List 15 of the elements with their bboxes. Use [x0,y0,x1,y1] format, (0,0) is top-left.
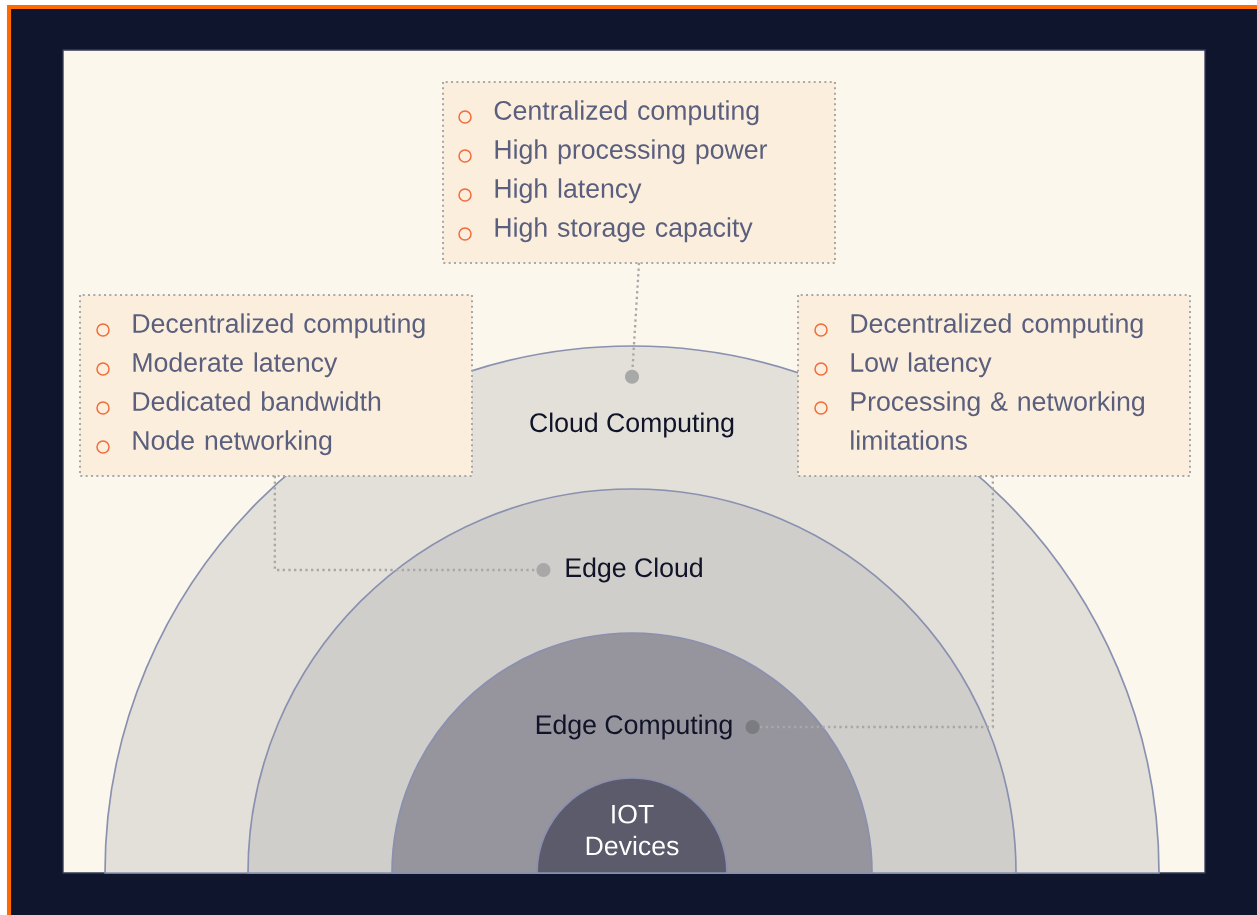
leader-line [745,475,994,734]
bullet-item: Decentralized computing [96,313,425,339]
layer-semicircle: IOT Devices [536,777,728,874]
info-box [442,81,836,264]
info-box [79,294,473,477]
bullet-item: Processing & networking limitations [814,391,1144,450]
bullet-item: High processing power [458,139,768,165]
bullet-item: Centralized computing [458,100,759,126]
leader-line [625,262,641,384]
leader-line [273,475,551,577]
bullet-item: High latency [458,178,642,204]
bullet-item: Decentralized computing [814,313,1143,339]
bullet-item: Low latency [814,352,992,378]
info-box [797,294,1191,477]
bullet-item: High storage capacity [458,217,753,243]
